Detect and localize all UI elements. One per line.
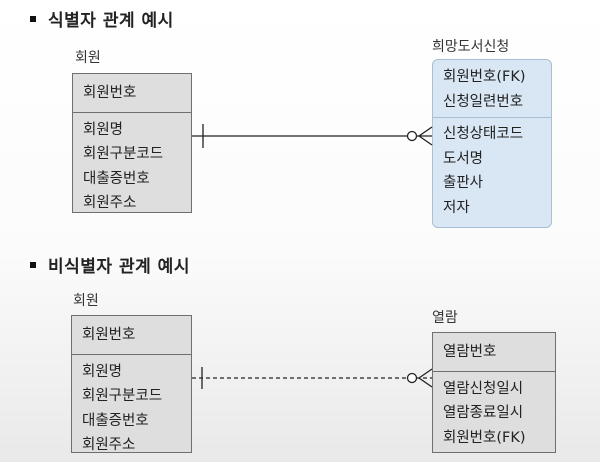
member2-attr: 대출증번호 <box>82 412 149 429</box>
non-identifying-relationship <box>192 367 433 389</box>
zero-circle-icon <box>406 372 418 384</box>
member-attr: 회원명 <box>83 121 124 138</box>
bullet-icon <box>30 16 36 22</box>
reading-attr: 회원번호(FK) <box>443 429 526 446</box>
reading-entity-attrs: 열람신청일시 열람종료일시 회원번호(FK) <box>433 372 555 457</box>
zero-circle-icon <box>406 130 418 142</box>
wish-book-attr: 신청상태코드 <box>443 126 524 142</box>
crow-foot-icon <box>418 126 433 137</box>
identifying-heading-text: 식별자 관계 예시 <box>48 11 174 31</box>
member2-entity: 회원번호 회원명 회원구분코드 대출증번호 회원주소 <box>71 315 192 453</box>
member2-entity-pk: 회원번호 <box>72 316 191 355</box>
reading-entity-title: 열람 <box>432 310 458 326</box>
non-identifying-heading-text: 비식별자 관계 예시 <box>48 257 190 277</box>
identifying-relationship <box>192 124 433 148</box>
member2-attr: 회원주소 <box>82 437 136 453</box>
member2-pk-attr: 회원번호 <box>82 327 136 343</box>
wish-book-entity-title: 희망도서신청 <box>432 39 510 55</box>
wish-book-pk-attr: 신청일련번호 <box>443 93 524 110</box>
member-attr: 대출증번호 <box>83 170 150 187</box>
member-entity-pk: 회원번호 <box>73 74 191 113</box>
wish-book-entity: 회원번호(FK) 신청일련번호 신청상태코드 도서명 출판사 저자 <box>432 59 552 228</box>
identifying-heading: 식별자 관계 예시 <box>30 6 174 31</box>
wish-book-attr: 출판사 <box>443 175 484 191</box>
wish-book-pk-attr: 회원번호(FK) <box>443 69 526 85</box>
reading-entity-pk: 열람번호 <box>433 333 555 372</box>
member-entity-attrs: 회원명 회원구분코드 대출증번호 회원주소 <box>73 113 191 222</box>
bullet-icon <box>30 262 36 268</box>
wish-book-entity-pk: 회원번호(FK) 신청일련번호 <box>433 60 551 118</box>
wish-book-attr: 도서명 <box>443 150 484 167</box>
member2-attr: 회원구분코드 <box>82 388 163 404</box>
member-attr: 회원주소 <box>83 195 137 211</box>
reading-pk-attr: 열람번호 <box>443 344 497 360</box>
member2-attr: 회원명 <box>82 363 123 380</box>
member-entity: 회원번호 회원명 회원구분코드 대출증번호 회원주소 <box>72 73 192 213</box>
non-identifying-heading: 비식별자 관계 예시 <box>30 252 190 277</box>
reading-entity: 열람번호 열람신청일시 열람종료일시 회원번호(FK) <box>432 332 556 453</box>
wish-book-attr: 저자 <box>443 199 470 216</box>
member2-entity-title: 회원 <box>73 293 99 309</box>
member2-entity-attrs: 회원명 회원구분코드 대출증번호 회원주소 <box>72 355 191 464</box>
wish-book-entity-attrs: 신청상태코드 도서명 출판사 저자 <box>433 118 551 226</box>
crow-foot-icon <box>418 135 433 146</box>
member-attr: 회원구분코드 <box>83 146 164 162</box>
reading-attr: 열람신청일시 <box>443 380 524 397</box>
crow-foot-icon <box>418 368 433 379</box>
reading-attr: 열람종료일시 <box>443 405 524 421</box>
member-pk-attr: 회원번호 <box>83 85 137 101</box>
crow-foot-icon <box>418 377 433 388</box>
member-entity-title: 회원 <box>75 50 101 66</box>
